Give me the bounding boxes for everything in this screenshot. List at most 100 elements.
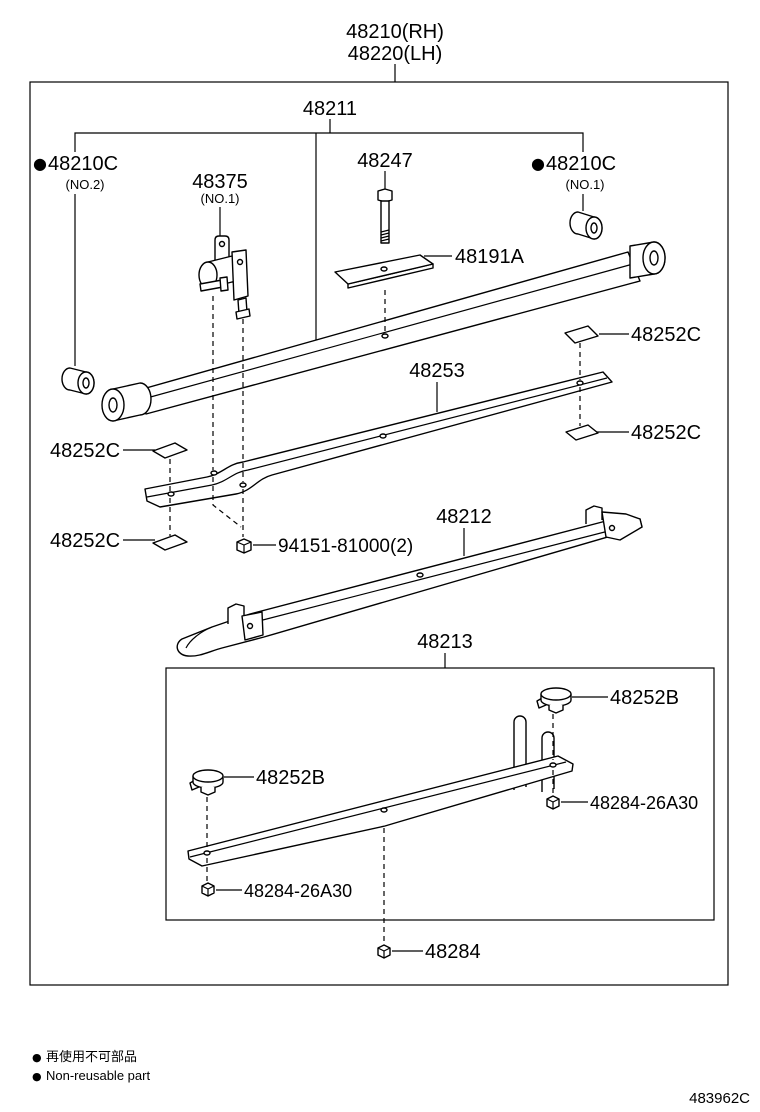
callout-48210c-no2: ● 48210C (NO.2) bbox=[33, 153, 118, 366]
part-number-48210c-no1-label: 48210C bbox=[546, 153, 616, 175]
clip-plate-hole bbox=[236, 258, 244, 266]
bushing-no1-bore bbox=[590, 222, 598, 234]
leaf-48253-body bbox=[144, 371, 613, 508]
assembly-lh-label: 48220(LH) bbox=[348, 43, 443, 65]
assembly-callout: 48210(RH) 48220(LH) bbox=[346, 21, 444, 82]
callout-48252b-right: 48252B bbox=[572, 687, 679, 709]
legend-text-japanese: 再使用不可部品 bbox=[46, 1049, 137, 1064]
callout-48252c-lower-left: 48252C bbox=[50, 530, 188, 552]
legend: ● 再使用不可部品 ● Non-reusable part bbox=[32, 1049, 150, 1083]
clip-side-plate bbox=[231, 249, 249, 301]
leaf-48253-hole-clip-a bbox=[210, 470, 218, 476]
part-number-48375-label: 48375 bbox=[192, 171, 248, 193]
leaf-48212-body bbox=[176, 518, 643, 657]
callout-48252c-upper-left: 48252C bbox=[50, 440, 188, 462]
part-note-no2-label: (NO.2) bbox=[66, 177, 105, 192]
part-number-48252c-upper-left-label: 48252C bbox=[50, 440, 120, 462]
center-nut-edges bbox=[377, 947, 391, 958]
leaf-48211 bbox=[101, 241, 666, 422]
part-note-clip-label: (NO.1) bbox=[201, 191, 240, 206]
leaf-48213-left-hole bbox=[203, 850, 211, 856]
leaf-48212-left-clip-tab bbox=[227, 603, 245, 624]
callout-48284: 48284 bbox=[377, 941, 481, 963]
clip-nut-edges bbox=[236, 541, 252, 553]
leaf-48213-frame bbox=[165, 667, 715, 921]
insert-48252c-lower-right bbox=[565, 424, 599, 441]
part-number-48284-26a30-left-label: 48284-26A30 bbox=[244, 881, 352, 901]
bracket-48211-line bbox=[74, 119, 584, 340]
callout-48247: 48247 bbox=[357, 150, 413, 189]
leaf-48253 bbox=[144, 371, 613, 508]
part-number-48284-26a30-right-label: 48284-26A30 bbox=[590, 793, 698, 813]
cap-right-stem bbox=[548, 705, 564, 714]
part-number-48211-label: 48211 bbox=[303, 98, 357, 120]
bushing-48210c-no1 bbox=[569, 211, 603, 240]
insert-48252c-upper-left bbox=[152, 442, 188, 459]
bolt-shank bbox=[380, 200, 390, 244]
callout-48252c-upper-right: 48252C bbox=[564, 324, 701, 346]
bolt-thread bbox=[380, 229, 390, 242]
part-number-48213-label: 48213 bbox=[417, 631, 473, 653]
leaf-48213-right-hole bbox=[549, 762, 557, 768]
part-number-48252c-lower-left-label: 48252C bbox=[50, 530, 120, 552]
callout-48210c-no1: ● 48210C (NO.1) bbox=[531, 153, 616, 211]
cap-right-top bbox=[540, 687, 572, 701]
leaf-48253-hole-left bbox=[167, 491, 175, 497]
part-number-48252b-left-label: 48252B bbox=[256, 767, 325, 789]
cap-left-stem bbox=[200, 787, 216, 796]
callout-48252b-left: 48252B bbox=[224, 767, 325, 789]
bolt-head bbox=[377, 188, 393, 203]
leaf-48253-hole-right bbox=[576, 380, 584, 386]
legend-marker-icon: ● bbox=[32, 1051, 42, 1064]
leaf-48212-center-hole bbox=[416, 572, 424, 578]
cap-48252b-left bbox=[189, 769, 224, 796]
non-reusable-marker-icon: ● bbox=[531, 154, 545, 173]
part-number-48252c-lower-right-label: 48252C bbox=[631, 422, 701, 444]
callout-48252c-lower-right: 48252C bbox=[565, 422, 701, 444]
bolt-48247 bbox=[377, 188, 393, 244]
callout-48375: 48375 (NO.1) bbox=[192, 171, 248, 236]
callout-48213: 48213 bbox=[417, 631, 473, 668]
bushing-no2-bore bbox=[82, 377, 90, 389]
assembly-frame bbox=[29, 81, 729, 986]
nut-94151-81000 bbox=[236, 538, 252, 554]
cap-left-top bbox=[192, 769, 224, 783]
part-number-48252c-upper-right-label: 48252C bbox=[631, 324, 701, 346]
legend-text-english: Non-reusable part bbox=[46, 1068, 150, 1083]
clip-bolt-head bbox=[219, 276, 229, 292]
spacer-48191a bbox=[334, 254, 434, 289]
part-number-48212-label: 48212 bbox=[436, 506, 492, 528]
cap-48252b-right bbox=[536, 687, 572, 714]
leaf-48212-hook-edge bbox=[185, 626, 213, 649]
leaf-48211-edge bbox=[135, 263, 634, 402]
callout-94151-81000: 94151-81000(2) bbox=[253, 536, 413, 557]
leaf-48212-edge bbox=[254, 525, 629, 623]
bushing-48210c-no2 bbox=[61, 367, 95, 395]
callout-48284-26a30-left: 48284-26A30 bbox=[201, 881, 352, 901]
legend-marker-icon: ● bbox=[32, 1070, 42, 1083]
leaf-48212-right-clip-hole bbox=[608, 524, 616, 532]
part-number-48191a-label: 48191A bbox=[455, 246, 525, 268]
leaf-48211-center-hole bbox=[381, 333, 389, 339]
part-note-no1-label: (NO.1) bbox=[566, 177, 605, 192]
leaf-48213-edge bbox=[189, 761, 567, 858]
leaf-48213 bbox=[187, 755, 574, 867]
leaf-48253-hole-center bbox=[379, 433, 387, 439]
callout-48212: 48212 bbox=[436, 506, 492, 556]
spacer-hole bbox=[380, 266, 388, 272]
figure-id: 483962C bbox=[689, 1090, 750, 1107]
leaf-48253-edge bbox=[146, 377, 608, 498]
leaf-48213-center-hole bbox=[380, 807, 388, 813]
callout-48191a: 48191A bbox=[424, 246, 525, 268]
leaf-48212-left-clip-hole bbox=[246, 622, 254, 630]
insert-48252c-lower-left bbox=[152, 534, 188, 551]
clip-top-tab bbox=[214, 235, 230, 263]
insert-48252c-upper-right bbox=[564, 325, 599, 344]
callout-48211: 48211 bbox=[74, 98, 584, 340]
nut-left-edges bbox=[201, 885, 215, 896]
leaf-48211-left-eye-bore bbox=[108, 397, 118, 413]
part-number-48210c-no2-label: 48210C bbox=[48, 153, 118, 175]
callout-48253: 48253 bbox=[409, 360, 465, 412]
